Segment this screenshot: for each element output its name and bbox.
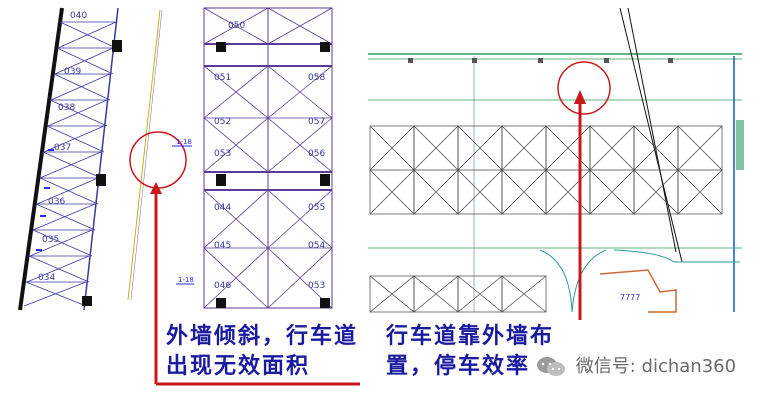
callout-lines: [154, 98, 582, 386]
stall-label: 035: [42, 235, 59, 245]
stall-label: 056: [308, 149, 325, 159]
stall-label: 040: [70, 11, 87, 21]
wechat-icon: [537, 357, 565, 376]
caption-left: 外墙倾斜，行车道 出现无效面积: [166, 322, 358, 382]
slanted-driveway: 1-18 1-18: [127, 9, 194, 301]
caption-line: 行车道靠外墙布: [386, 324, 555, 349]
caption-right: 行车道靠外墙布 置，停车效率: [386, 322, 554, 382]
grid-tag: 1-18: [176, 138, 192, 146]
stall-label: 044: [214, 203, 231, 213]
column: [112, 40, 122, 52]
caption-line: 置，停车效率: [386, 354, 531, 379]
stall-label: 037: [54, 143, 71, 153]
stall-label: 053: [214, 149, 231, 159]
slanted-wall-stalls: 040 039 038 037 036 035 034: [18, 7, 122, 311]
stall-label: 054: [308, 241, 325, 251]
stall-label: 036: [48, 197, 65, 207]
stall-label: 046: [214, 281, 231, 291]
watermark: 微信号: dichan360: [536, 352, 736, 378]
stall-label: 034: [38, 273, 55, 283]
stall-label: 051: [214, 73, 231, 83]
caption-line: 外墙倾斜，行车道: [166, 324, 359, 349]
room-label: 7777: [620, 293, 640, 302]
stall-label: 055: [308, 203, 325, 213]
stall-label: 057: [308, 117, 325, 127]
stall-label: 052: [214, 117, 231, 127]
column: [82, 296, 92, 306]
stall-label: 039: [64, 67, 81, 77]
grid-tag: 1-18: [178, 276, 194, 284]
stall-label: 058: [308, 73, 325, 83]
straight-stall-stack: 050 051 052 053 058 057 056 044 045 046 …: [203, 7, 333, 309]
stall-label: 053: [308, 281, 325, 291]
highlight-circle-right: [557, 61, 611, 115]
stall-label: 045: [214, 241, 231, 251]
column: [96, 174, 106, 186]
driveway-along-wall: 7777: [368, 7, 744, 313]
stall-label: 038: [58, 103, 75, 113]
arrow-up-left: [150, 182, 162, 194]
stall-label: 050: [228, 21, 245, 31]
arrow-up-right: [574, 90, 586, 104]
caption-line: 出现无效面积: [166, 354, 311, 379]
watermark-text: 微信号: dichan360: [575, 356, 737, 377]
